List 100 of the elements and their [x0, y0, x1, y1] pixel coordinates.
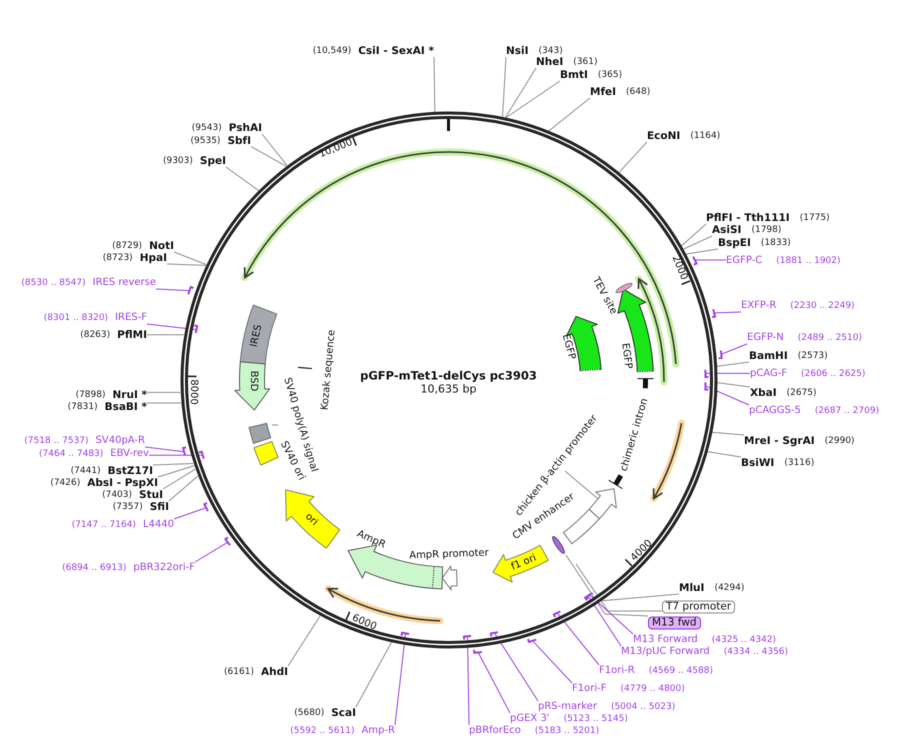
site-position: (7831) [68, 401, 98, 413]
primer-range: (4569 .. 4588) [648, 665, 713, 677]
leader-line [720, 344, 748, 355]
primer-range: (2687 .. 2709) [814, 405, 880, 417]
restriction-site-label: SpeI [200, 155, 226, 167]
leader-line [478, 652, 510, 714]
restriction-site-label: SfiI [150, 501, 169, 513]
leader-line [146, 334, 184, 336]
restriction-site-label: AhdI [260, 666, 288, 678]
restriction-site-label: AbsI - PspXI [87, 477, 158, 489]
site-position: (3116) [784, 457, 814, 469]
feature-label: AmpR promoter [408, 548, 488, 562]
site-position: (2990) [824, 435, 855, 447]
leader-line [174, 507, 207, 520]
primer-range: (5592 .. 5611) [290, 725, 354, 737]
primer-range: (7518 .. 7537) [24, 435, 89, 447]
primer-range: (5123 .. 5145) [564, 713, 628, 725]
primer-label: pRS-marker [538, 701, 597, 713]
leader-line [502, 56, 506, 118]
leader-line [504, 68, 536, 118]
primer-label: pCAG-F [750, 368, 788, 380]
site-position: (648) [626, 86, 650, 98]
feature-label: EGFP [619, 342, 633, 370]
leader-line [714, 312, 742, 314]
primer-range: (4334 .. 4356) [724, 646, 788, 658]
scale-label: 8000 [188, 380, 198, 406]
primer-range: (2489 .. 2510) [798, 332, 862, 344]
leader-line [434, 56, 436, 112]
leader-line [706, 451, 742, 458]
primer-label: Amp-R [362, 725, 395, 737]
site-position: (8729) [112, 240, 142, 252]
restriction-site-label: MfeI [590, 86, 616, 98]
feature-label: f1 ori [510, 552, 538, 572]
restriction-site-label: PshAI [228, 122, 262, 134]
restriction-site-label: PflMI [117, 329, 147, 341]
primer-range: (5183 .. 5201) [534, 725, 600, 737]
restriction-site-label: NsiI [506, 45, 529, 57]
leader-line [262, 134, 288, 166]
primer-range: (2606 .. 2625) [801, 368, 866, 380]
feature-label: ori [302, 512, 319, 528]
leader-line [356, 642, 392, 708]
primer-label: EXFP-R [741, 300, 776, 312]
site-position: (7441) [70, 465, 101, 477]
site-position: (1775) [800, 212, 830, 224]
restriction-site-label: AsiSI [712, 224, 742, 236]
leader-line [146, 402, 182, 404]
primer-range: (6894 .. 6913) [62, 562, 126, 574]
feature-tag: T7 promoter [662, 600, 736, 613]
primer-label: F1ori-F [572, 683, 606, 695]
primer-label: IRES reverse [92, 277, 156, 289]
leader-line [494, 632, 538, 702]
leader-line [250, 146, 287, 167]
site-position: (1833) [760, 237, 791, 249]
leader-line [152, 463, 194, 466]
leader-line [600, 594, 680, 602]
leader-line [589, 594, 634, 634]
leader-line [156, 288, 190, 292]
leader-line [556, 612, 600, 666]
leader-line [564, 470, 598, 499]
site-position: (343) [538, 45, 563, 57]
leader-line [467, 636, 470, 726]
restriction-site-label: NruI * [112, 389, 147, 401]
restriction-site-label: PflFI - Tth111I [706, 212, 790, 224]
primer-range: (4779 .. 4800) [620, 683, 685, 695]
feature-label: EGFP [560, 333, 576, 361]
leader-line [166, 264, 206, 266]
site-position: (1164) [690, 130, 720, 142]
site-position: (1798) [751, 224, 782, 236]
site-position: (6161) [224, 666, 254, 678]
restriction-site-label: ScaI [331, 707, 356, 719]
site-position: (8263) [80, 329, 110, 341]
leader-line [158, 465, 195, 478]
restriction-site-label: MreI - SgrAI [744, 435, 815, 447]
site-position: (5680) [294, 707, 324, 719]
leader-line [711, 432, 744, 436]
restriction-site-label: BamHI [749, 350, 788, 362]
primer-range: (7147 .. 7164) [72, 519, 136, 531]
leader-line [505, 80, 560, 118]
restriction-site-label: SbfI [227, 134, 251, 146]
primer-label: L4440 [142, 519, 174, 531]
site-position: (361) [573, 56, 598, 68]
site-position: (8723) [102, 252, 133, 264]
leader-line [194, 542, 228, 562]
site-position: (7357) [112, 501, 143, 513]
leader-line [168, 476, 198, 502]
primer-label: pBR322ori-F [133, 562, 195, 574]
leader-line [680, 224, 706, 247]
restriction-site-label: BspEI [718, 237, 751, 249]
primer-label: pGEX 3' [510, 713, 550, 725]
site-position: (365) [598, 69, 622, 81]
site-position: (7403) [102, 489, 132, 501]
plasmid-name: pGFP-mTet1-delCys pc3903 [360, 370, 537, 382]
restriction-site-label: NotI [149, 240, 174, 252]
primer-range: (8301 .. 8320) [44, 312, 108, 324]
leader-line [272, 424, 278, 426]
leader-line [716, 362, 750, 367]
primer-label: EGFP-C [726, 255, 762, 267]
leader-line [146, 324, 197, 330]
leader-line [682, 236, 712, 250]
restriction-site-label: BsiWI [741, 457, 774, 469]
